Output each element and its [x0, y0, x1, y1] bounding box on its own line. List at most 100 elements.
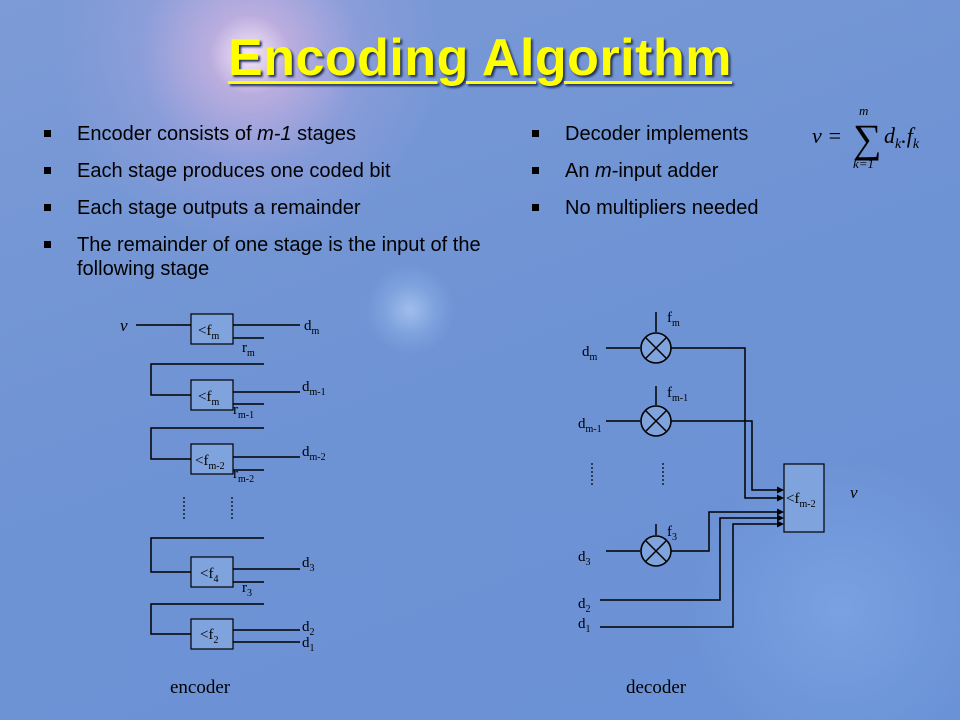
- summation-icon: ∑: [853, 116, 882, 161]
- multiplier-input-sub: 3: [586, 557, 591, 568]
- formula-lhs: v =: [812, 123, 842, 148]
- svg-text:<f2: <f2: [200, 627, 218, 646]
- factor-label: f: [667, 310, 672, 326]
- svg-text:rm-2: rm-2: [233, 466, 254, 485]
- formula-sum-bottom: k=1: [853, 156, 874, 171]
- remainder-label: r: [242, 340, 247, 356]
- formula-sum-top: m: [859, 103, 868, 118]
- svg-text:fm-1: fm-1: [667, 385, 688, 404]
- adder-label-sub: m-2: [799, 499, 815, 510]
- remainder-feed-wire: [150, 603, 264, 635]
- remainder-label: r: [233, 402, 238, 418]
- svg-text:d2: d2: [302, 619, 315, 638]
- formula-term: d: [884, 123, 896, 148]
- bullet-item: Each stage produces one coded bit: [40, 159, 510, 183]
- divider-label-sub: 2: [213, 635, 218, 646]
- bullet-item: Encoder consists of m-1 stages: [40, 122, 510, 146]
- svg-text:d1: d1: [578, 616, 591, 635]
- output-label: d: [302, 444, 310, 460]
- svg-text:dm: dm: [304, 318, 320, 337]
- svg-text:<fm: <fm: [198, 389, 219, 408]
- encoder-stage: <f4 d3 r 3: [190, 555, 315, 599]
- arrowhead-icon: [777, 508, 784, 516]
- remainder-feed-wire: [150, 537, 264, 573]
- direct-input-sub: 1: [586, 624, 591, 635]
- divider-label-sub: m: [211, 397, 219, 408]
- arrowhead-icon: [777, 486, 784, 494]
- encoder-stage: <f2 d2 d1: [190, 618, 315, 654]
- arrowhead-icon: [777, 494, 784, 502]
- output-label-sub: 3: [310, 563, 315, 574]
- multiplier-input-sub: m: [590, 352, 598, 363]
- svg-text:<fm-2: <fm-2: [195, 453, 225, 472]
- output-label: d: [302, 555, 310, 571]
- adder-label: <f: [786, 491, 799, 507]
- decoder-output-label: v: [850, 483, 858, 502]
- svg-text:f3: f3: [667, 524, 677, 543]
- remainder-feed-wire: [150, 427, 264, 460]
- encoder-input-label: v: [120, 316, 128, 335]
- bullet-item: The remainder of one stage is the input …: [40, 233, 510, 281]
- factor-label-sub: m: [672, 318, 680, 329]
- multiplier: d3 f3: [578, 511, 778, 568]
- direct-input-label: d: [578, 616, 586, 632]
- multiplier-output-wire: [671, 420, 778, 491]
- arrowhead-icon: [777, 514, 784, 522]
- remainder-label-sub: m-2: [238, 474, 254, 485]
- direct-input-wire: [600, 517, 778, 601]
- decoder-diagram: dm fm dm-1 fm-1 d3 f3 d2: [578, 310, 858, 698]
- slide-title: Encoding Algorithm: [228, 29, 732, 87]
- svg-text:d3: d3: [302, 555, 315, 574]
- divider-label: <f: [198, 323, 211, 339]
- arrowhead-icon: [777, 520, 784, 528]
- svg-text:dk.fk: dk.fk: [884, 123, 920, 152]
- divider-label-sub: m: [211, 331, 219, 342]
- svg-text:d3: d3: [578, 549, 591, 568]
- divider-box: [190, 379, 234, 411]
- output-label: d: [304, 318, 312, 334]
- encoder-stage: <fm-2 dm-2 rm-2: [190, 443, 326, 485]
- multiplier-input-label: d: [582, 344, 590, 360]
- svg-text:dm-1: dm-1: [302, 379, 326, 398]
- encoder-stage: <fm dm-1 rm-1: [190, 379, 326, 421]
- bullet-item: No multipliers needed: [528, 196, 828, 220]
- factor-label-sub: m-1: [672, 393, 688, 404]
- divider-label: <f: [200, 566, 213, 582]
- remainder-label: r: [242, 580, 247, 596]
- output-label-sub: m-2: [310, 452, 326, 463]
- multiplier: dm fm: [582, 310, 778, 499]
- svg-text:d1: d1: [302, 635, 315, 654]
- right-bullet-list: Decoder implements An m-input adder No m…: [528, 122, 828, 233]
- divider-box: [190, 618, 234, 650]
- divider-box: [190, 556, 234, 588]
- svg-text:dm-1: dm-1: [578, 416, 602, 435]
- formula-term-sub: k: [895, 137, 902, 152]
- svg-text:<f4: <f4: [200, 566, 218, 585]
- bullet-item: An m-input adder: [528, 159, 828, 183]
- formula-factor: f: [907, 123, 916, 148]
- divider-label: <f: [195, 453, 208, 469]
- output-label-sub: m-1: [310, 387, 326, 398]
- decoder-caption: decoder: [626, 677, 687, 698]
- encoder-caption: encoder: [170, 677, 231, 698]
- output-label-sub: 1: [310, 643, 315, 654]
- svg-text:dm: dm: [582, 344, 598, 363]
- remainder-label-sub: m-1: [238, 410, 254, 421]
- svg-text:rm-1: rm-1: [233, 402, 254, 421]
- remainder-label: r: [233, 466, 238, 482]
- bullet-item: Decoder implements: [528, 122, 828, 146]
- direct-input-sub: 2: [586, 604, 591, 615]
- divider-label: <f: [198, 389, 211, 405]
- multiplier-input-label: d: [578, 416, 586, 432]
- remainder-feed-wire: [150, 363, 264, 396]
- svg-text:<fm-2: <fm-2: [786, 491, 816, 510]
- factor-label-sub: 3: [672, 532, 677, 543]
- divider-label: <f: [200, 627, 213, 643]
- encoder-diagram: v <fm dm rm <fm dm-1 rm-1 <fm-2: [120, 313, 326, 698]
- svg-text:<fm: <fm: [198, 323, 219, 342]
- multiplier-input-label: d: [578, 549, 586, 565]
- svg-text:d2: d2: [578, 596, 591, 615]
- bullet-item: Each stage outputs a remainder: [40, 196, 510, 220]
- multiplier-output-wire: [671, 347, 778, 499]
